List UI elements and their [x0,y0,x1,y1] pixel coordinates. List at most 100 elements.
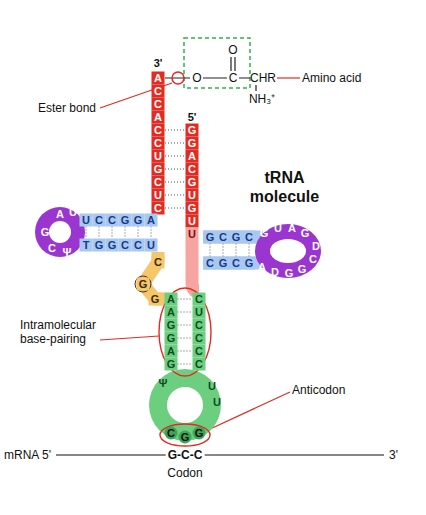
nucleotide-letter: C [132,239,145,252]
nucleotide-letter: G [165,358,178,371]
nucleotide-letter: T [80,239,93,252]
nucleotide-letter: G [132,214,145,227]
nucleotide-letter: C [186,163,199,176]
base-pair-line [86,227,151,239]
pink-connector [192,240,199,292]
nucleotide-letter: D [269,266,282,279]
nucleotide-letter: C [106,214,119,227]
chemical-symbol: CHR [250,71,276,85]
nucleotide-letter: G [165,319,178,332]
modified-base-ring [135,276,151,292]
nucleotide-letter: C [152,98,165,111]
nucleotide-letter: C [193,293,206,306]
nucleotide-letter: G [243,257,256,270]
nucleotide-letter: C [46,242,59,255]
nucleotide-letter: C [307,253,320,266]
nucleotide-letter: G [186,202,199,215]
nucleotide-letter: G [230,231,243,244]
nucleotide-letter: G [137,278,150,291]
nucleotide-letter: C [204,257,217,270]
nucleotide-letter: A [256,261,269,274]
chemical-symbol: O [228,43,237,57]
nucleotide-letter: G [186,124,199,137]
nucleotide-letter: G [217,257,230,270]
nucleotide-letter: G [258,227,271,240]
chemical-bond [165,57,256,91]
nucleotide-letter: C [193,332,206,345]
nucleotide-letter: U [211,396,224,409]
nucleotide-letter: A [165,306,178,319]
nucleotide-letter: C [243,231,256,244]
nucleotide-letter: A [152,72,165,85]
mrna-strand [56,454,384,455]
strand-end-label: 3' [154,57,163,69]
nucleotide-letter: A [152,111,165,124]
nucleotide-letter: C [119,239,132,252]
anticodon-loop-hole [167,387,203,423]
nucleotide-letter: Ψ [61,246,74,259]
diagram-title: tRNA molecule [242,168,327,206]
nucleotide-letter: U [206,380,219,393]
nucleotide-letter: U [145,239,158,252]
t-loop-hole [270,239,306,263]
nucleotide-letter: C [193,319,206,332]
nucleotide-letter: G [179,431,192,444]
nucleotide-letter: C [152,124,165,137]
nucleotide-letter: C [193,358,206,371]
nucleotide-letter: G [152,163,165,176]
leader-line [100,336,159,340]
nucleotide-letter: G [296,263,309,276]
chemical-symbol: C [229,71,238,85]
nucleotide-letter: U [67,206,80,219]
nucleotide-letter: U [193,306,206,319]
nucleotide-letter: G [119,214,132,227]
strand-end-label: 5' [188,111,197,123]
callout-label: Codon [167,466,202,480]
callout-label: Intramolecular base-pairing [20,318,120,346]
nucleotide-letter: G [149,293,162,306]
nucleotide-letter: G [165,332,178,345]
nucleotide-letter: G [204,231,217,244]
nucleotide-letter: C [193,345,206,358]
nucleotide-letter: C [152,256,165,269]
nucleotide-letter: G [106,239,119,252]
codon-sequence: G-C-C [166,448,205,462]
nucleotide-letter: A [186,150,199,163]
nucleotide-letter: G [39,226,52,239]
callout-label: Ester bond [38,101,96,115]
nucleotide-letter: U [80,214,93,227]
nucleotide-letter: C [93,214,106,227]
t-arm-stem [203,231,263,244]
nucleotide-letter: U [152,189,165,202]
callout-label: mRNA 5' [4,448,51,462]
nucleotide-letter: C [217,231,230,244]
nucleotide-letter: C [230,257,243,270]
nucleotide-letter: U [272,222,285,235]
nucleotide-letter: G [186,176,199,189]
amino-acid-box [184,38,250,88]
callout-label: Anticodon [292,383,345,397]
nucleotide-letter: Ψ [157,377,170,390]
base-pair-line [210,244,249,257]
base-pair-line [165,130,185,208]
nucleotide-letter: D [310,240,323,253]
nucleotide-letter: G [186,137,199,150]
nucleotide-letter: C [152,85,165,98]
d-loop-hole [49,221,71,243]
nucleotide-letter: U [152,150,165,163]
d-loop [35,207,85,257]
t-arm-stem [203,257,263,270]
nucleotide-letter: G [299,227,312,240]
nucleotide-letter: A [54,208,67,221]
nucleotide-letter: A [145,214,158,227]
nucleotide-letter: C [152,137,165,150]
nucleotide-letter: G [93,239,106,252]
chemical-symbol: NH₃⁺ [249,90,275,107]
callout-label: Amino acid [302,71,361,85]
base-pairing-outline [159,288,211,376]
nucleotide-letter: G [193,427,206,440]
anticodon-outline [160,424,210,446]
nucleotide-letter: A [286,222,299,235]
chemical-symbol: O [192,71,201,85]
nucleotide-letter: A [165,345,178,358]
